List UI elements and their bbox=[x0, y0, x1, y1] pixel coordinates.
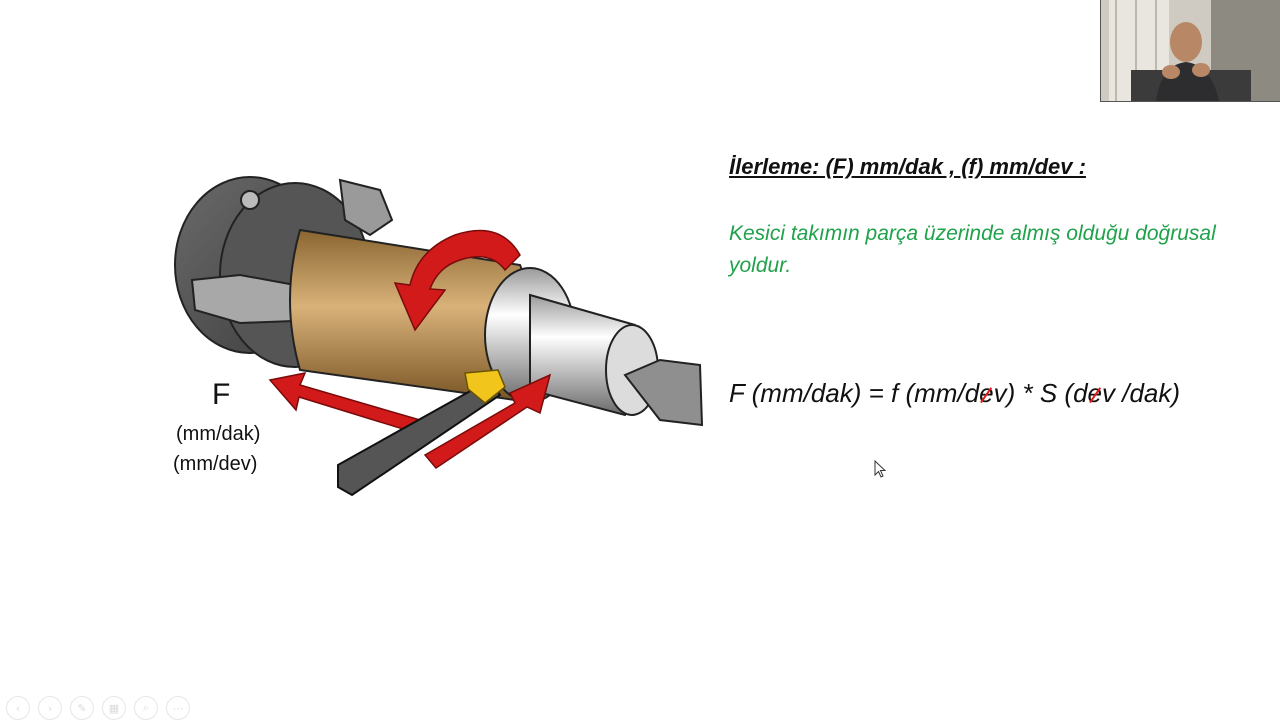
formula-part-2: v) * S (d bbox=[993, 378, 1088, 408]
presenter-video-frame bbox=[1101, 0, 1280, 101]
feed-unit-per-revolution: (mm/dev) bbox=[173, 453, 258, 475]
cutting-tool bbox=[337, 378, 502, 497]
lathe-turning-illustration bbox=[174, 176, 704, 497]
chuck-hole bbox=[240, 190, 260, 210]
chuck-jaw-top bbox=[338, 178, 394, 237]
formula-part-1: F (mm/dak) = f (mm/d bbox=[729, 378, 980, 408]
previous-icon[interactable]: ‹ bbox=[6, 696, 30, 720]
more-icon[interactable]: ⋯ bbox=[166, 696, 190, 720]
presenter-webcam bbox=[1100, 0, 1280, 102]
formula-strike-1: e bbox=[979, 378, 994, 408]
slide-title: İlerleme: (F) mm/dak , (f) mm/dev : bbox=[729, 154, 1086, 179]
feed-arrow-right bbox=[423, 373, 552, 469]
slides-icon[interactable]: ▦ bbox=[102, 696, 126, 720]
rotation-arrow bbox=[393, 229, 521, 332]
tool-insert bbox=[464, 369, 506, 404]
slide-description: Kesici takımın parça üzerinde almış oldu… bbox=[729, 222, 1216, 277]
feed-arrow-left bbox=[268, 371, 421, 434]
next-icon[interactable]: › bbox=[38, 696, 62, 720]
tailstock-center bbox=[623, 358, 704, 427]
feed-formula: F (mm/dak) = f (mm/dev) * S (dev /dak) bbox=[729, 378, 1180, 409]
slideshow-controls: ‹ › ✎ ▦ ⌕ ⋯ bbox=[6, 696, 190, 720]
formula-strike-2: e bbox=[1087, 378, 1103, 408]
feed-symbol: F bbox=[212, 378, 231, 411]
zoom-icon[interactable]: ⌕ bbox=[134, 696, 158, 720]
pen-icon[interactable]: ✎ bbox=[70, 696, 94, 720]
mouse-cursor-icon bbox=[874, 460, 887, 478]
formula-part-3: v /dak) bbox=[1102, 378, 1181, 408]
feed-unit-per-minute: (mm/dak) bbox=[176, 423, 261, 445]
